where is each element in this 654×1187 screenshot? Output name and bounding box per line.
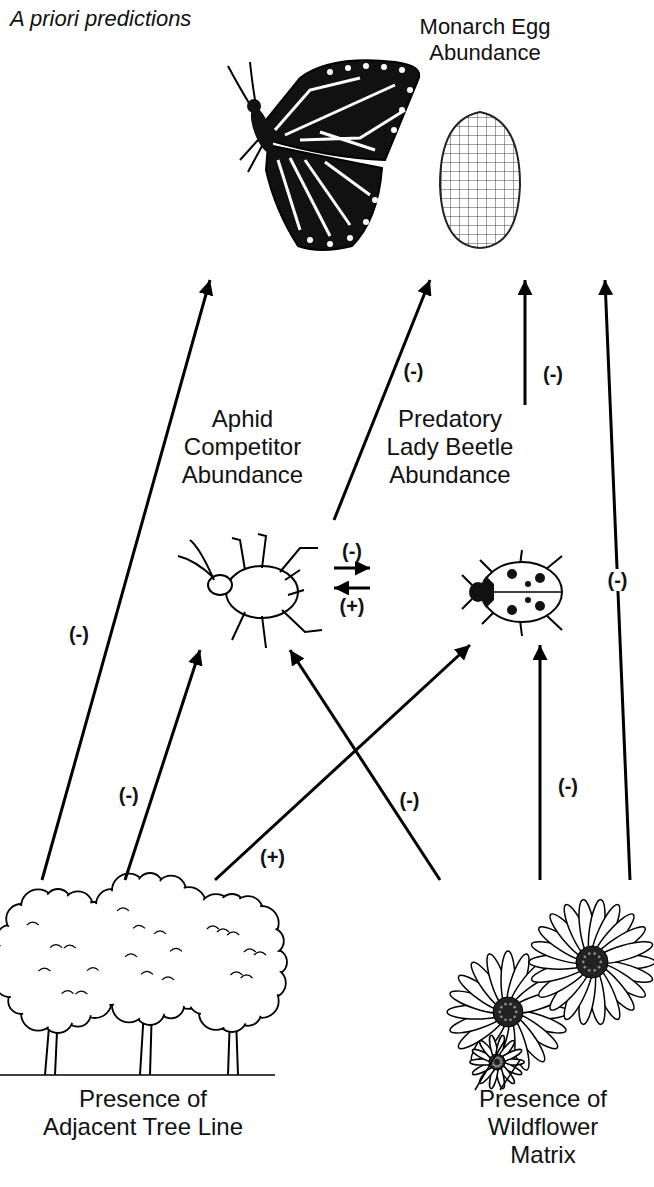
arrow-connector: [215, 645, 470, 880]
node-label: Aphid Competitor Abundance: [155, 405, 330, 489]
effect-sign: (+): [258, 846, 287, 868]
aphid-node: Aphid Competitor Abundance: [155, 405, 334, 650]
wildflowers: [447, 899, 654, 1090]
arrow-connector: [334, 567, 370, 570]
effect-sign: (-): [402, 360, 426, 382]
node-label: Monarch Egg Abundance: [410, 14, 560, 65]
arrow-connector: [125, 650, 200, 880]
monarch-egg: [440, 112, 520, 248]
monarch-butterfly: [228, 60, 419, 250]
effect-sign: (-): [117, 784, 141, 806]
effect-sign: (-): [340, 540, 364, 562]
arrow-connector: [605, 280, 630, 880]
diagram-title: A priori predictions: [10, 6, 191, 32]
effect-sign: (+): [338, 595, 367, 617]
flower-stems: [475, 1040, 520, 1090]
tree-line-node: Presence of Adjacent Tree Line: [5, 880, 295, 1170]
wildflower-node: Presence of Wildflower Matrix: [435, 880, 650, 1180]
arrow-connector: [290, 650, 440, 880]
monarch-node: Monarch Egg Abundance: [200, 10, 620, 280]
beetle-node: Predatory Lady Beetle Abundance: [370, 405, 575, 645]
aphid: [178, 534, 322, 648]
arrow-connector: [42, 280, 210, 880]
arrow-connector: [539, 645, 542, 880]
node-label: Predatory Lady Beetle Abundance: [375, 405, 525, 489]
node-label: Presence of Adjacent Tree Line: [33, 1085, 253, 1141]
effect-sign: (-): [67, 623, 91, 645]
effect-sign: (-): [606, 569, 630, 591]
node-label: Presence of Wildflower Matrix: [473, 1085, 613, 1169]
effect-sign: (-): [398, 789, 422, 811]
effect-sign: (-): [541, 363, 565, 385]
lady-beetle: [462, 550, 562, 636]
arrow-connector: [334, 587, 370, 590]
tree-line: [0, 873, 287, 1075]
arrow-connector: [524, 280, 527, 405]
effect-sign: (-): [556, 775, 580, 797]
